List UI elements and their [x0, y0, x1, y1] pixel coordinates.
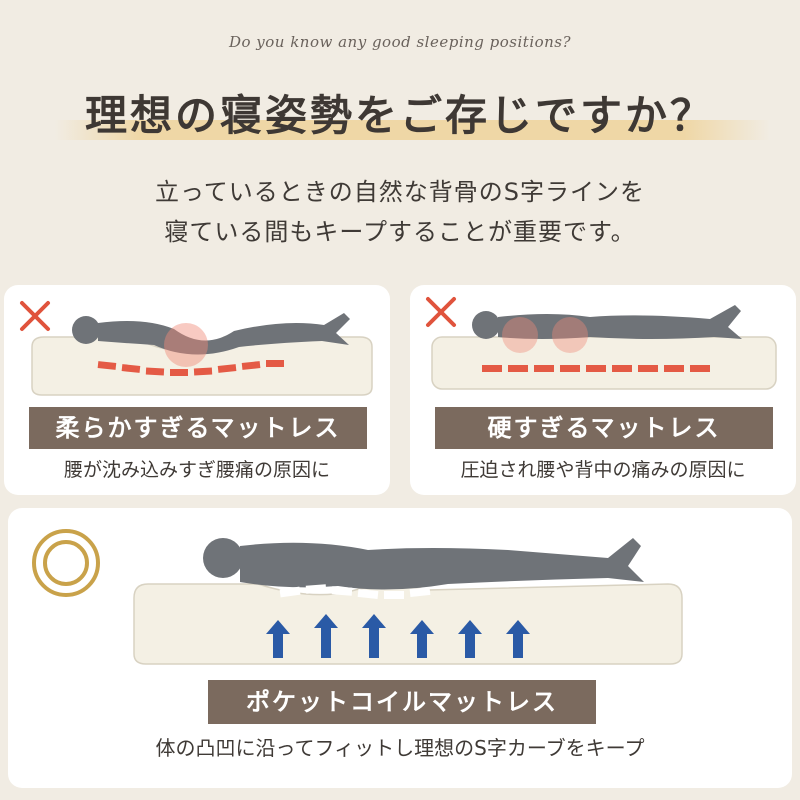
too-hard-illustration	[426, 297, 777, 390]
too-soft-caption: 腰が沈み込みすぎ腰痛の原因に	[63, 459, 330, 481]
too-hard-caption: 圧迫され腰や背中の痛みの原因に	[460, 459, 746, 481]
sleeping-body	[72, 313, 350, 367]
up-arrow-icon	[458, 620, 482, 658]
too-soft-illustration	[20, 301, 373, 396]
pocket-coil-label: ポケットコイルマットレス	[208, 680, 596, 724]
up-arrow-icon	[410, 620, 434, 658]
english-subtitle: Do you know any good sleeping positions?	[228, 33, 572, 51]
lead-text: 立っているときの自然な背骨のS字ラインを 寝ている間もキープすることが重要です。	[0, 172, 800, 252]
too-soft-label: 柔らかすぎるマットレス	[29, 407, 367, 449]
spine-dashes-good	[279, 584, 431, 600]
soft-mattress	[31, 336, 373, 396]
pocket-coil-mattress	[133, 583, 683, 665]
up-arrow-icon	[314, 614, 338, 658]
up-arrow-icon	[362, 614, 386, 658]
lead-line-2: 寝ている間もキープすることが重要です。	[164, 218, 636, 246]
title-block: 理想の寝姿勢をご存じですか？	[0, 82, 800, 152]
cross-icon	[426, 297, 456, 327]
spine-dashes-bad	[97, 360, 284, 376]
sleeping-body	[472, 305, 742, 353]
card-too-soft: 柔らかすぎるマットレス 腰が沈み込みすぎ腰痛の原因に	[4, 285, 390, 495]
up-arrow-icon	[266, 620, 290, 658]
card-too-hard: 硬すぎるマットレス 圧迫され腰や背中の痛みの原因に	[410, 285, 796, 495]
too-hard-label: 硬すぎるマットレス	[435, 407, 773, 449]
upward-arrows	[266, 614, 530, 658]
title-highlight-band	[55, 120, 770, 140]
cross-icon	[20, 301, 50, 331]
pocket-coil-illustration	[32, 529, 683, 665]
hard-mattress	[431, 336, 777, 390]
sleeping-body	[203, 538, 644, 590]
pocket-coil-caption: 体の凸凹に沿ってフィットし理想のS字カーブをキープ	[155, 736, 645, 760]
card-pocket-coil: ポケットコイルマットレス 体の凸凹に沿ってフィットし理想のS字カーブをキープ	[8, 508, 792, 788]
up-arrow-icon	[506, 620, 530, 658]
lead-line-1: 立っているときの自然な背骨のS字ラインを	[154, 178, 646, 206]
page-title: 理想の寝姿勢をご存じですか？	[84, 91, 715, 140]
double-circle-icon	[32, 529, 100, 597]
spine-dashes-bad	[482, 365, 710, 372]
